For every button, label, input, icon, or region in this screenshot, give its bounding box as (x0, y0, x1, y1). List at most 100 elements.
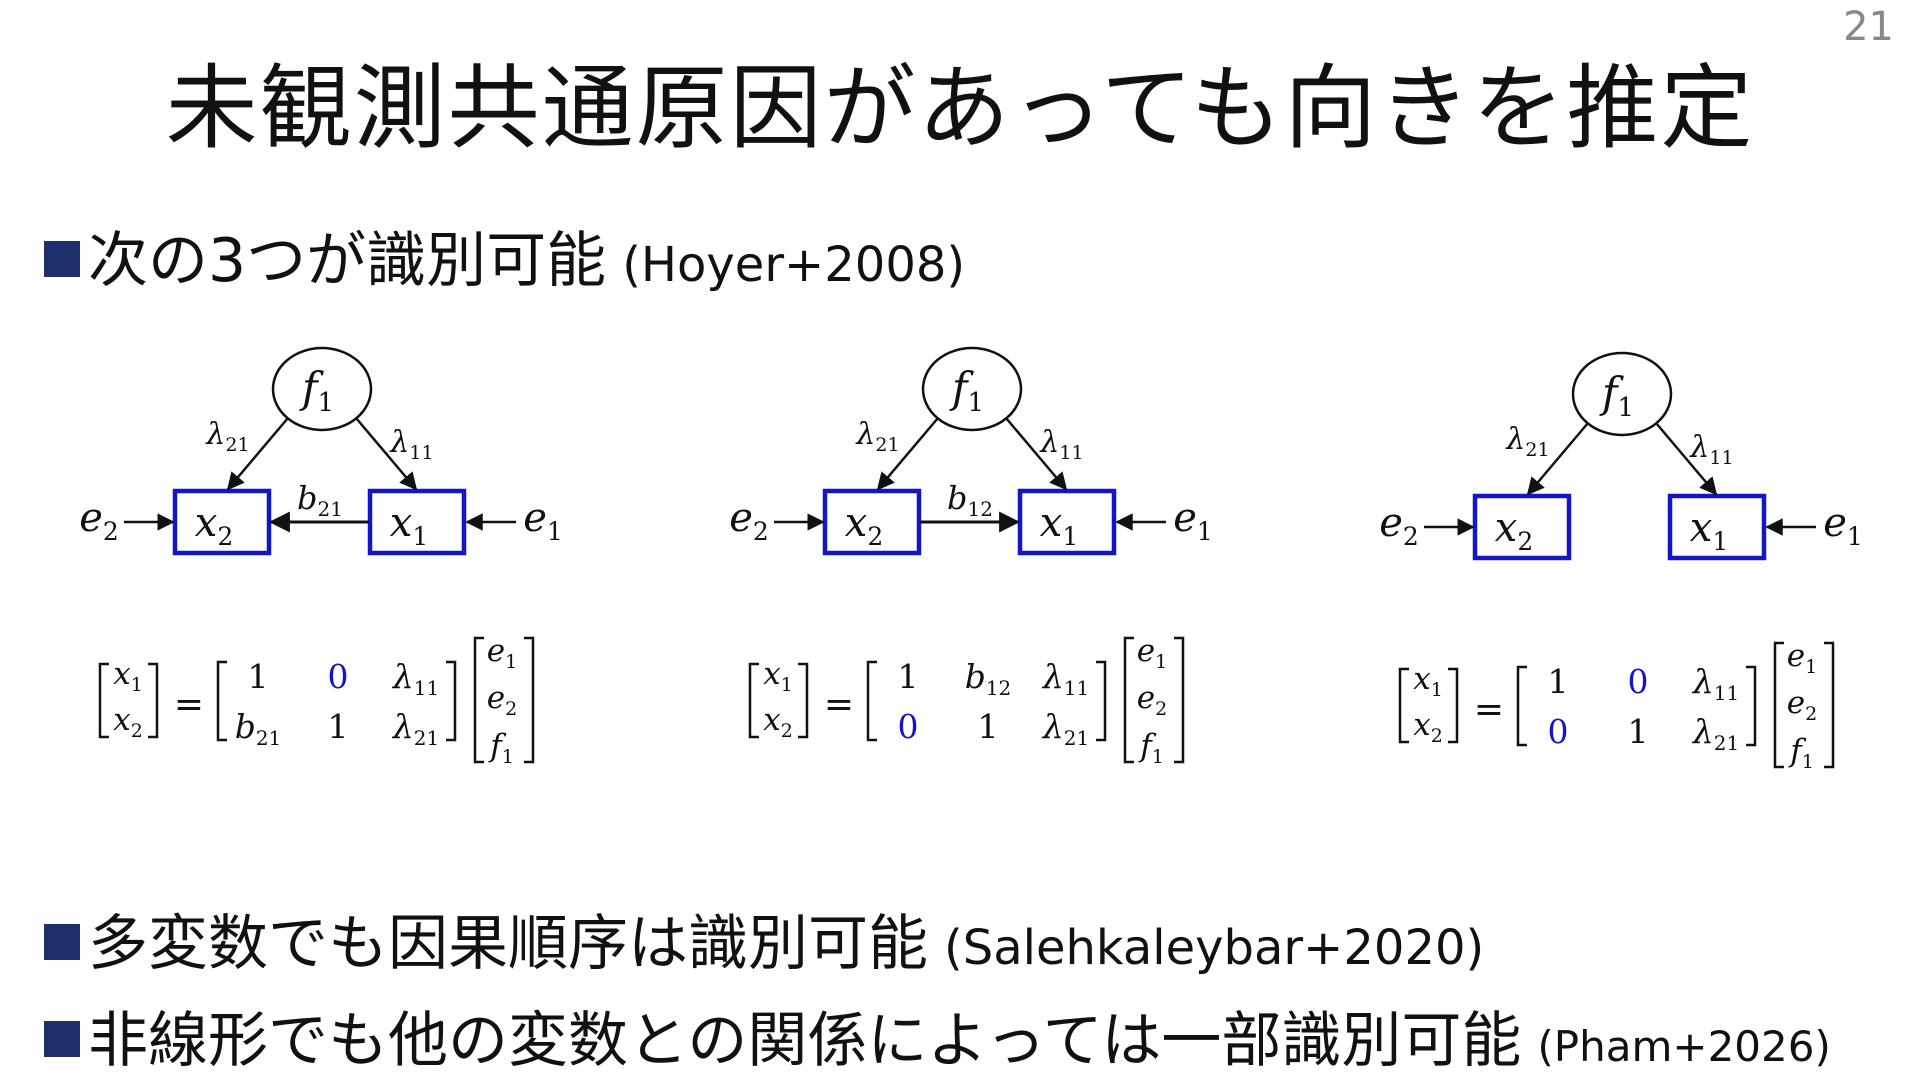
bullet-text: 多変数でも因果順序は識別可能 (88, 909, 928, 979)
rhs-bracket-right (1174, 636, 1185, 764)
matrix-entry: 1 (328, 707, 349, 746)
matrix-entry: λ21 (1041, 707, 1089, 750)
loading-edge-x2 (1526, 422, 1589, 496)
lhs-entry: x2 (113, 702, 143, 742)
bullet-square-icon (44, 241, 80, 277)
error-label-e2: e2 (1379, 500, 1419, 551)
rhs-entry: e1 (1137, 633, 1167, 673)
rhs-entry: f1 (1138, 728, 1164, 768)
observed-node-x2 (822, 488, 922, 556)
latent-node (1571, 351, 1673, 437)
rhs-entry: e2 (1137, 680, 1167, 720)
matrix-entry: b21 (235, 707, 282, 750)
rhs-bracket-left (1123, 636, 1134, 764)
rhs-bracket-left (1773, 641, 1784, 769)
matrix-bracket-right (1746, 665, 1757, 747)
slide-title: 未観測共通原因があっても向きを推定 (165, 55, 1755, 162)
matrix-entry: b12 (965, 657, 1012, 700)
matrix-entry: 0 (328, 657, 349, 696)
lhs-entry: x2 (1413, 707, 1443, 747)
rhs-bracket-right (1824, 641, 1835, 769)
observed-node-x2 (1472, 493, 1572, 561)
loading-edge-x1 (1005, 417, 1068, 491)
bullet-item: 非線形でも他の変数との関係によっては一部識別可能 (Pham+2026) (44, 992, 1831, 1079)
matrix-bracket-left (216, 660, 227, 742)
bullet-citation: (Salehkaleybar+2020) (944, 920, 1485, 976)
lhs-bracket-left (98, 662, 109, 739)
rhs-entry: e2 (487, 680, 517, 720)
error-label-e1: e1 (1173, 495, 1213, 546)
bullet-square-icon (44, 1021, 80, 1057)
observed-label-x1: x1 (1690, 505, 1728, 556)
matrix-entry: λ11 (391, 657, 439, 700)
observed-label-x2: x2 (1495, 505, 1533, 556)
latent-node (921, 346, 1023, 432)
loading-label-x2: λ21 (1505, 422, 1549, 461)
matrix-entry: λ21 (391, 707, 439, 750)
matrix-entry: λ11 (1691, 662, 1739, 705)
observed-label-x2: x2 (195, 500, 233, 551)
observed-label-x2: x2 (845, 500, 883, 551)
error-label-e2: e2 (79, 495, 119, 546)
matrix-entry: λ21 (1691, 712, 1739, 755)
bullet-citation: (Hoyer+2008) (622, 237, 966, 293)
rhs-entry: e1 (1787, 638, 1817, 678)
lhs-entry: x2 (763, 702, 793, 742)
bullet-square-icon (44, 924, 80, 960)
lhs-entry: x1 (1413, 661, 1443, 701)
bullet-item: 次の3つが識別可能 (Hoyer+2008) (44, 212, 965, 299)
loading-edge-x2 (876, 417, 939, 491)
matrix-bracket-left (1516, 665, 1527, 747)
lhs-bracket-right (1448, 667, 1459, 744)
matrix-entry: 1 (1548, 662, 1569, 701)
matrix-entry: λ11 (1041, 657, 1089, 700)
equals-sign: = (174, 684, 204, 725)
matrix-bracket-left (866, 660, 877, 742)
direct-edge-label: b21 (297, 479, 343, 521)
lhs-bracket-right (148, 662, 159, 739)
matrix-bracket-right (1096, 660, 1107, 742)
lhs-entry: x1 (113, 656, 143, 696)
equation: x1 x2 = 1 0 λ11 b21 1 λ21 e1 e2 f1 (98, 633, 535, 768)
matrix-entry: 1 (1628, 712, 1649, 751)
loading-label-x1: λ11 (1039, 425, 1083, 464)
lhs-entry: x1 (763, 656, 793, 696)
direct-edge-label: b12 (947, 479, 993, 521)
error-label-e2: e2 (729, 495, 769, 546)
rhs-entry: e2 (1787, 685, 1817, 725)
loading-label-x1: λ11 (1689, 430, 1733, 469)
observed-node-x1 (1667, 493, 1767, 561)
loading-label-x2: λ21 (205, 417, 249, 456)
rhs-bracket-left (473, 636, 484, 764)
rhs-entry: f1 (488, 728, 514, 768)
lhs-bracket-right (798, 662, 809, 739)
observed-node-x1 (1017, 488, 1117, 556)
error-label-e1: e1 (523, 495, 563, 546)
bullet-text: 次の3つが識別可能 (88, 226, 607, 296)
loading-edge-x2 (226, 417, 289, 491)
bullet-item: 多変数でも因果順序は識別可能 (Salehkaleybar+2020) (44, 895, 1484, 982)
matrix-entry: 1 (248, 657, 269, 696)
observed-label-x1: x1 (1040, 500, 1078, 551)
observed-label-x1: x1 (390, 500, 428, 551)
page-number: 21 (1843, 4, 1894, 50)
lhs-bracket-left (1398, 667, 1409, 744)
bullet-citation: (Pham+2026) (1537, 1022, 1831, 1071)
matrix-entry: 1 (978, 707, 999, 746)
equals-sign: = (1474, 689, 1504, 730)
bullet-text: 非線形でも他の変数との関係によっては一部識別可能 (88, 1006, 1522, 1076)
equals-sign: = (824, 684, 854, 725)
rhs-entry: e1 (487, 633, 517, 673)
loading-label-x2: λ21 (855, 417, 899, 456)
error-label-e1: e1 (1823, 500, 1863, 551)
loading-edge-x1 (1655, 422, 1718, 496)
latent-node (271, 346, 373, 432)
loading-edge-x1 (355, 417, 418, 491)
matrix-entry: 0 (1548, 712, 1569, 751)
rhs-entry: f1 (1788, 733, 1814, 773)
